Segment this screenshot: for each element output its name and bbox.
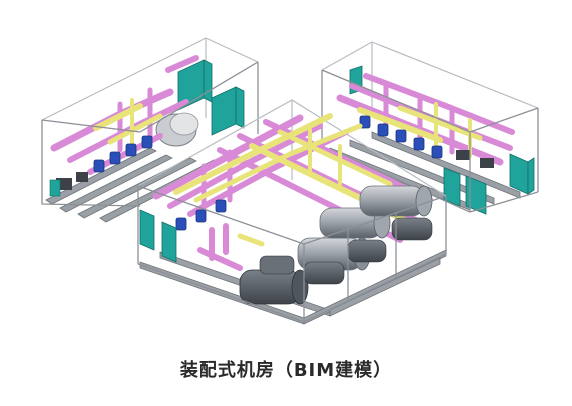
right-skid-module [321,41,539,215]
left-water-tank [155,112,199,147]
center-chiller-module [137,99,447,325]
chiller-unit-1 [239,255,309,305]
bim-machine-room-illustration [41,37,539,325]
right-control-cabinet [349,65,535,215]
center-pump-row [175,199,227,231]
right-pump-row [359,115,443,159]
left-pump-row [93,135,153,173]
center-control-cabinet [139,209,177,263]
figure-caption: 装配式机房（BIM建模） [179,360,393,381]
left-control-cabinet [177,59,245,136]
